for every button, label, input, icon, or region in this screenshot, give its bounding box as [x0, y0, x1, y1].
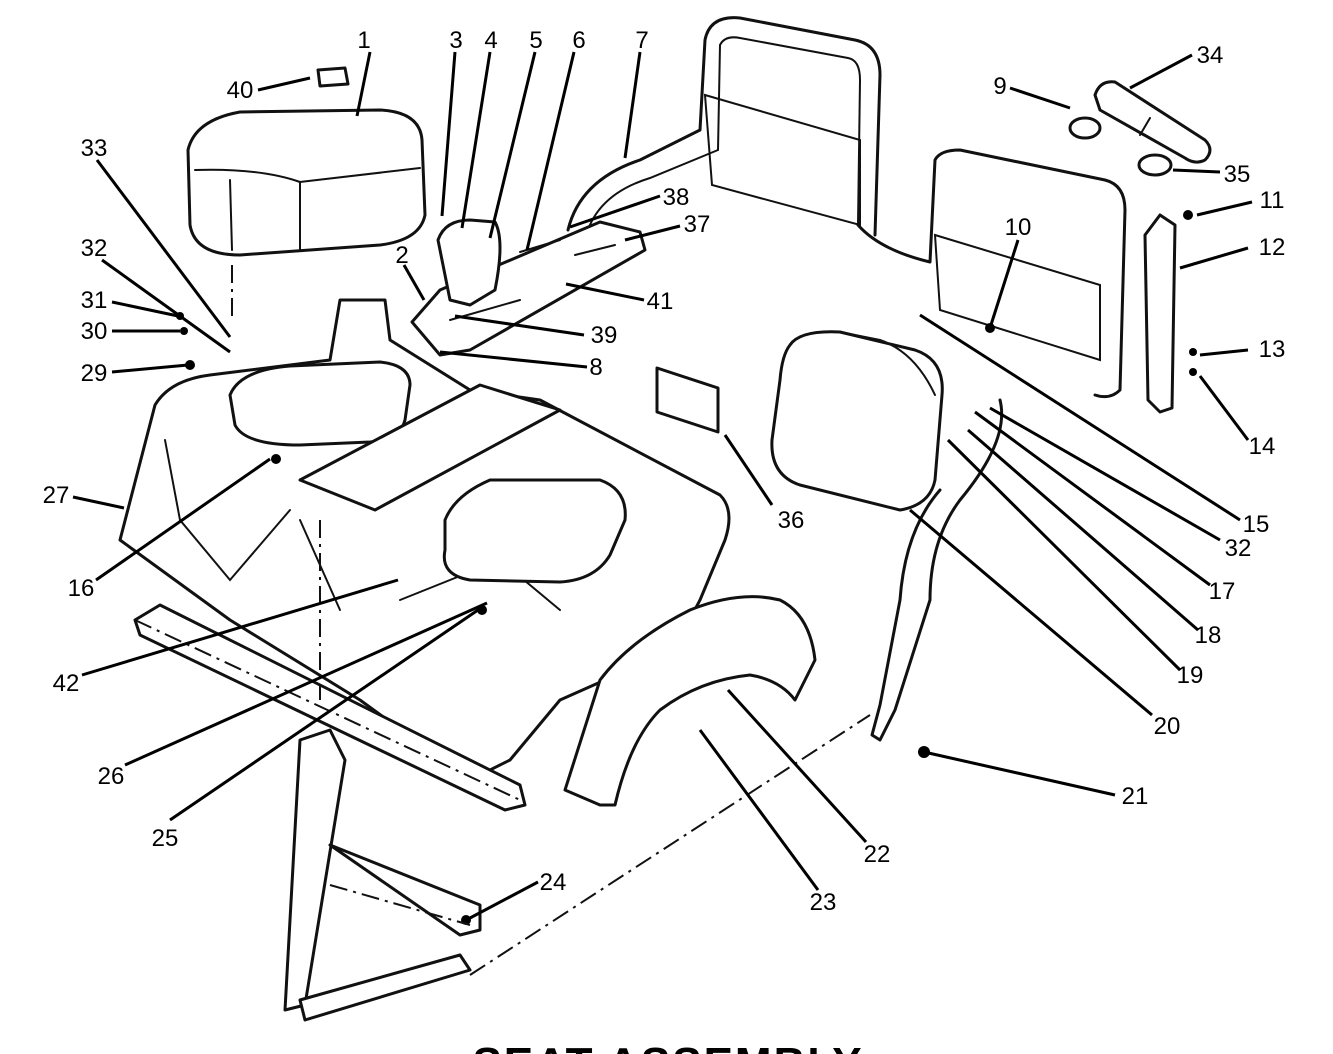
callout-25: 25: [152, 825, 179, 852]
callout-16: 16: [68, 575, 95, 602]
callout-37: 37: [684, 211, 711, 238]
callout-19: 19: [1177, 662, 1204, 689]
callout-3: 3: [449, 27, 462, 54]
callout-14: 14: [1249, 433, 1276, 460]
callout-42: 42: [53, 670, 80, 697]
fender-flare: [563, 595, 817, 807]
hand-grip: [1093, 80, 1212, 164]
callout-39: 39: [591, 322, 618, 349]
storage-tray: [228, 360, 412, 447]
hose-clamp-lower: [1137, 153, 1173, 177]
callout-22: 22: [864, 841, 891, 868]
leader-lines: [72, 51, 1253, 920]
callout-labels: 1 2 3 4 5 6 7 8 9 10 11 12 13 14 15 16 1…: [43, 27, 1286, 916]
fastener-30: [180, 327, 188, 335]
callout-31: 31: [81, 287, 108, 314]
support-bracket: [1143, 213, 1177, 414]
callout-9: 9: [993, 73, 1006, 100]
callout-26: 26: [98, 763, 125, 790]
back-rest: [770, 330, 944, 512]
callout-17: 17: [1209, 578, 1236, 605]
hose-clamp-upper: [1068, 116, 1102, 140]
diagram-title: SEAT ASSEMBLY: [472, 1039, 863, 1054]
access-plate: [655, 366, 720, 434]
battery-compartment: [298, 383, 562, 512]
control-boot: [436, 218, 502, 307]
callout-1: 1: [357, 27, 370, 54]
seat-cushion: [186, 108, 427, 257]
callout-36: 36: [778, 507, 805, 534]
callout-21: 21: [1122, 783, 1149, 810]
callout-18: 18: [1195, 622, 1222, 649]
callout-34: 34: [1197, 42, 1224, 69]
fastener-11: [1183, 210, 1193, 220]
callout-32-right: 32: [1225, 535, 1252, 562]
callout-10: 10: [1005, 214, 1032, 241]
callout-2: 2: [395, 242, 408, 269]
frame-rails: [133, 603, 527, 1022]
callout-11: 11: [1260, 187, 1285, 214]
callout-5: 5: [529, 27, 542, 54]
callout-13: 13: [1259, 336, 1286, 363]
callout-7: 7: [635, 27, 648, 54]
decal: [316, 66, 350, 88]
callout-40: 40: [227, 77, 254, 104]
fastener-14: [1189, 368, 1197, 376]
callout-30: 30: [81, 318, 108, 345]
callout-41: 41: [647, 288, 674, 315]
roll-bar-frame: [566, 16, 1127, 742]
callout-33: 33: [81, 135, 108, 162]
callout-23: 23: [810, 889, 837, 916]
callout-35: 35: [1224, 161, 1251, 188]
fender-pad: [442, 478, 627, 584]
callout-29: 29: [81, 360, 108, 387]
callout-24: 24: [540, 869, 567, 896]
callout-12: 12: [1259, 234, 1286, 261]
fastener-29: [185, 360, 195, 370]
callout-20: 20: [1154, 713, 1181, 740]
callout-6: 6: [572, 27, 585, 54]
fastener-16: [271, 454, 281, 464]
parts-drawing: [118, 16, 1212, 1022]
fastener-13: [1189, 348, 1197, 356]
callout-4: 4: [484, 27, 497, 54]
callout-8: 8: [589, 354, 602, 381]
callout-38: 38: [663, 184, 690, 211]
callout-27: 27: [43, 482, 70, 509]
callout-15: 15: [1243, 511, 1270, 538]
callout-32-left: 32: [81, 235, 108, 262]
